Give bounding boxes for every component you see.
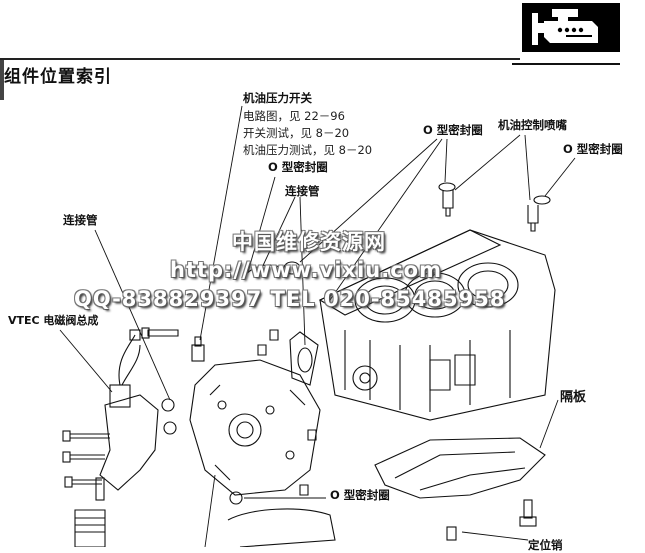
oil-pump (189, 359, 321, 496)
engine-icon (532, 9, 598, 45)
watermark-contact: QQ-838829397 TEL 020-85485958 (74, 287, 506, 311)
vtec-solenoid (99, 329, 177, 491)
baffle-plate (374, 437, 546, 499)
o-ring-label: O 型密封圈 (330, 488, 390, 502)
engine-section-icon (522, 3, 620, 52)
circuit-diagram-ref: 电路图，见 22－96 (243, 109, 345, 123)
switch-test-ref: 开关测试，见 8－20 (243, 126, 350, 140)
vtec-solenoid-label: VTEC 电磁阀总成 (8, 314, 99, 327)
icon-underline (512, 63, 620, 65)
o-ring-label: O 型密封圈 (268, 160, 328, 174)
bolts (62, 327, 537, 527)
dowel-pin-label: 定位销 (528, 538, 563, 552)
o-ring-label: O 型密封圈 (563, 142, 623, 156)
o-ring-label: O 型密封圈 (423, 123, 483, 137)
oil-pressure-switch-label: 机油压力开关 (243, 91, 312, 105)
connector-pipe-part (244, 261, 319, 386)
connector-pipe-label: 连接管 (285, 184, 320, 198)
oil-filter (74, 509, 106, 547)
oil-jet-label: 机油控制喷嘴 (498, 118, 567, 132)
leader-lines (59, 105, 576, 547)
connector-pipe-label: 连接管 (63, 213, 98, 227)
oil-jets (438, 182, 551, 232)
left-margin-mark (0, 60, 4, 100)
top-rule (0, 58, 520, 60)
cylinder-block (318, 229, 556, 421)
watermark-site-name: 中国维修资源网 (232, 230, 386, 254)
page-title: 组件位置索引 (4, 67, 112, 87)
watermark-url: http://www.vixiu.com (170, 258, 442, 282)
oil-pressure-switch-part (191, 336, 205, 362)
strainer (227, 491, 336, 547)
oil-pressure-test-ref: 机油压力测试，见 8－20 (243, 143, 373, 157)
dowel-pin-part (446, 526, 457, 541)
baffle-label: 隔板 (560, 390, 587, 405)
